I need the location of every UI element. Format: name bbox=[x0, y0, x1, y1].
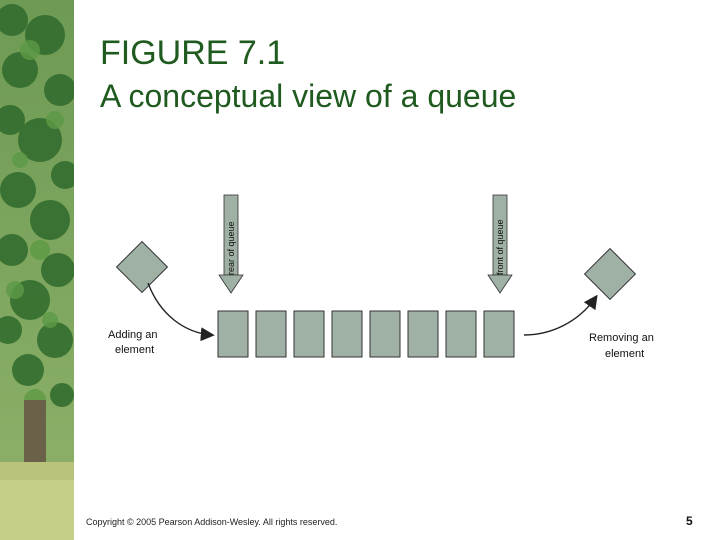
figure-number: FIGURE 7.1 bbox=[100, 34, 286, 72]
tree-sidebar-image bbox=[0, 0, 74, 540]
adding-label-line1: Adding an bbox=[108, 329, 158, 341]
remove-curve-arrow bbox=[523, 294, 598, 336]
rear-of-queue-label: rear of queue bbox=[226, 221, 236, 275]
queue-cell bbox=[293, 310, 325, 358]
queue-cells bbox=[217, 310, 515, 358]
adding-label-line2: element bbox=[115, 344, 154, 356]
queue-cell bbox=[255, 310, 287, 358]
add-curve-arrow bbox=[147, 282, 215, 342]
removing-label-line1: Removing an bbox=[589, 332, 654, 344]
rear-of-queue-arrow bbox=[218, 194, 244, 294]
incoming-element bbox=[115, 240, 169, 294]
queue-cell bbox=[407, 310, 439, 358]
outgoing-element bbox=[583, 247, 637, 301]
front-of-queue-label: front of queue bbox=[495, 219, 505, 275]
copyright-footer: Copyright © 2005 Pearson Addison-Wesley.… bbox=[86, 517, 338, 527]
queue-cell bbox=[369, 310, 401, 358]
queue-cell bbox=[331, 310, 363, 358]
front-of-queue-arrow bbox=[487, 194, 513, 294]
queue-cell bbox=[217, 310, 249, 358]
page-number: 5 bbox=[686, 514, 693, 528]
queue-diagram: rear of queue front of queue Adding an e… bbox=[80, 185, 660, 380]
queue-cell bbox=[445, 310, 477, 358]
slide-title: A conceptual view of a queue bbox=[100, 78, 517, 114]
removing-label-line2: element bbox=[605, 348, 644, 360]
queue-cell bbox=[483, 310, 515, 358]
